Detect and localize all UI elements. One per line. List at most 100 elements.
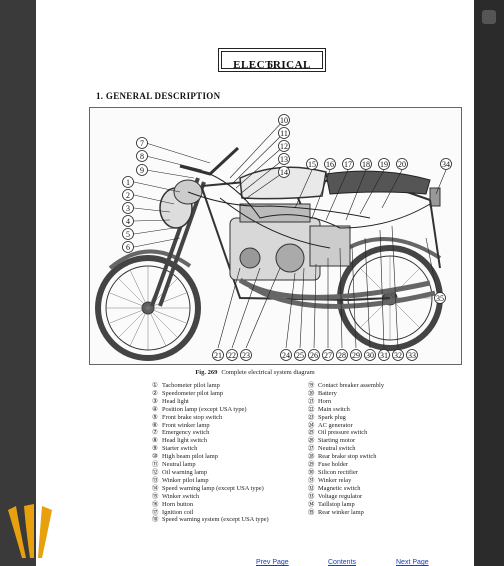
legend-text: Winker relay — [318, 476, 352, 484]
callout-11: 11 — [278, 127, 290, 139]
legend-text: Contact breaker assembly — [318, 382, 385, 389]
callout-3: 3 — [122, 202, 134, 214]
legend-text: Taillstop lamp — [318, 500, 355, 508]
svg-text:25: 25 — [296, 351, 304, 360]
legend-number: ㉚ — [308, 468, 315, 476]
svg-text:10: 10 — [280, 116, 288, 125]
svg-text:35: 35 — [436, 294, 444, 303]
callout-18: 18 — [360, 158, 372, 170]
legend-text: High beam pilot lamp — [162, 453, 218, 461]
viewer-side-toolbar — [474, 0, 504, 566]
svg-text:17: 17 — [344, 160, 352, 169]
callout-13: 13 — [278, 153, 290, 165]
legend-text: Rear winker lamp — [318, 508, 364, 516]
legend-text: Winker pilot lamp — [162, 476, 209, 484]
electrical-system-figure: 7 8 9 1 2 3 4 5 6 10 11 12 13 14 15 16 1… — [89, 107, 462, 365]
legend-number: ③ — [152, 397, 158, 405]
legend-number: ㉓ — [308, 413, 315, 421]
legend-number: ㉑ — [308, 397, 315, 405]
legend-number: ㉖ — [308, 437, 315, 445]
legend-text: Horn button — [162, 500, 194, 508]
tail-lamp — [429, 187, 441, 207]
legend-number: ⑲ — [308, 382, 315, 389]
next-page-link[interactable]: Next Page — [396, 559, 429, 566]
svg-text:26: 26 — [310, 351, 318, 360]
legend-number: ⑧ — [152, 437, 158, 445]
legend-number: ㉙ — [308, 461, 315, 469]
legend-number: ㉛ — [308, 476, 315, 484]
legend-text: Neutral lamp — [162, 461, 196, 469]
manual-page: 6. ELECTRICAL 1. GENERAL DESCRIPTION — [36, 0, 474, 566]
legend-text: Neutral switch — [318, 445, 356, 453]
svg-text:18: 18 — [362, 160, 370, 169]
svg-text:20: 20 — [398, 160, 406, 169]
legend-text: Emergency switch — [162, 429, 210, 437]
legend-number: ㉘ — [308, 453, 315, 461]
legend-number: ㉒ — [308, 405, 315, 413]
svg-text:5: 5 — [126, 230, 130, 239]
svg-text:13: 13 — [280, 155, 288, 164]
callout-14: 14 — [278, 166, 290, 178]
legend-number: ⑫ — [152, 468, 159, 476]
legend-number: ⑰ — [152, 508, 159, 516]
legend-text: Front winker lamp — [162, 421, 210, 429]
callout-32: 32 — [392, 349, 404, 361]
callout-15: 15 — [306, 158, 318, 170]
legend-text: Magnetic switch — [318, 484, 361, 492]
toolbar-button[interactable] — [482, 10, 496, 24]
svg-text:22: 22 — [228, 351, 236, 360]
svg-text:2: 2 — [126, 191, 130, 200]
callout-31: 31 — [378, 349, 390, 361]
legend-number: ⑯ — [152, 500, 159, 508]
legend-text: Starting motor — [318, 437, 356, 445]
contents-link[interactable]: Contents — [328, 559, 357, 566]
svg-text:27: 27 — [324, 351, 332, 360]
callout-19: 19 — [378, 158, 390, 170]
engine — [229, 203, 351, 281]
svg-text:23: 23 — [242, 351, 250, 360]
callout-4: 4 — [122, 215, 134, 227]
legend-number: ⑨ — [152, 445, 158, 453]
svg-text:30: 30 — [366, 351, 374, 360]
svg-text:11: 11 — [280, 129, 288, 138]
legend-number: ⑤ — [152, 413, 158, 421]
callout-34: 34 — [440, 158, 452, 170]
callout-28: 28 — [336, 349, 348, 361]
legend-number: ⑭ — [152, 484, 159, 492]
legend-text: Main switch — [318, 405, 350, 413]
svg-text:9: 9 — [140, 166, 144, 175]
prev-page-link[interactable]: Prev Page — [256, 559, 289, 566]
callout-20: 20 — [396, 158, 408, 170]
seat — [325, 170, 431, 195]
legend-number: ㉔ — [308, 421, 315, 429]
legend-text: Speed warning system (except USA type) — [162, 516, 269, 524]
legend-number: ㉕ — [308, 429, 315, 437]
legend-number: ⑬ — [152, 476, 159, 484]
legend-text: Oil pressure switch — [318, 429, 368, 437]
svg-text:12: 12 — [280, 142, 288, 151]
motorcycle-diagram: 7 8 9 1 2 3 4 5 6 10 11 12 13 14 15 16 1… — [95, 114, 452, 361]
svg-text:3: 3 — [126, 204, 130, 213]
legend-text: Front brake stop switch — [162, 413, 223, 421]
legend-text: Head light — [162, 397, 189, 405]
